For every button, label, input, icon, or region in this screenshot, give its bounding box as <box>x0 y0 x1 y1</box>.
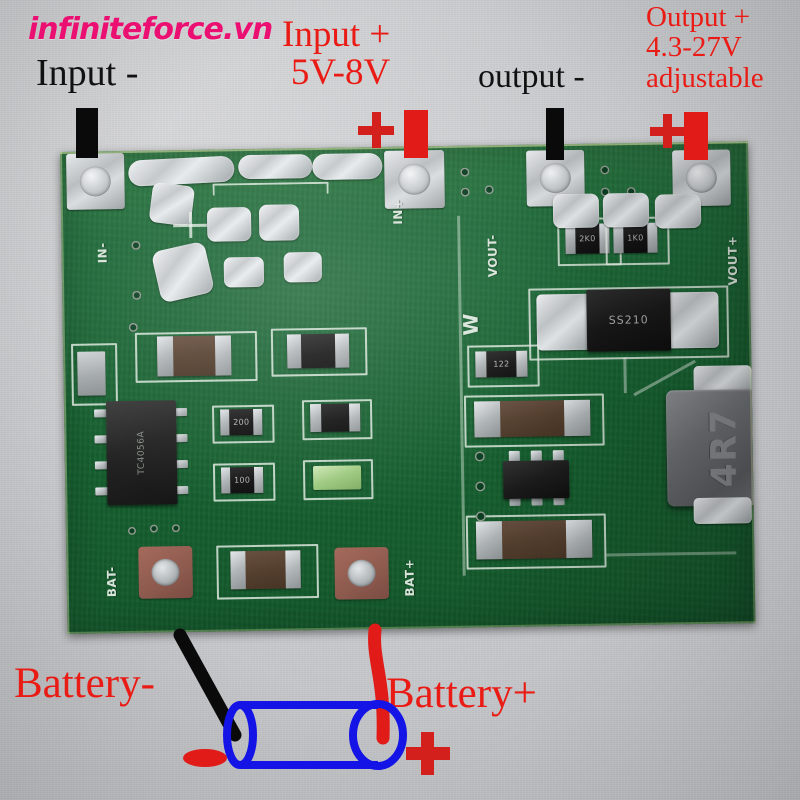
label-output-plus-line1: Output + <box>646 1 751 33</box>
label-output-plus: Output + 4.3-27V adjustable <box>646 1 764 94</box>
output-plus-symbol <box>650 114 684 148</box>
label-input-plus: Input + 5V-8V <box>282 16 390 91</box>
output-minus-stub <box>546 108 564 160</box>
label-input-plus-line2: 5V-8V <box>290 51 391 93</box>
label-input-minus: Input - <box>36 52 139 94</box>
output-plus-stub <box>684 112 708 160</box>
plus-vertical-bar-2 <box>662 114 672 148</box>
battery-polarity-plus-symbol <box>406 732 450 775</box>
battery-plus-wire <box>368 623 390 745</box>
label-input-plus-line1: Input + <box>282 14 391 55</box>
pcb-board: IN- <box>60 141 756 634</box>
input-plus-symbol <box>358 112 394 148</box>
battery-polarity-minus-symbol <box>183 749 227 767</box>
input-plus-stub <box>404 110 428 158</box>
pcb-module: IN- <box>60 141 756 636</box>
plus-vertical-bar <box>371 112 382 148</box>
battery-right-terminal <box>349 700 407 770</box>
label-output-minus: output - <box>478 58 585 95</box>
label-output-plus-line2: 4.3-27V <box>646 31 742 64</box>
battery-diagram <box>173 623 450 775</box>
pcb-edge-highlight <box>60 141 755 634</box>
watermark: infiniteforce.vn <box>28 12 273 47</box>
label-output-plus-line3: adjustable <box>646 61 764 94</box>
label-battery-minus: Battery- <box>14 660 155 707</box>
input-minus-stub <box>76 108 98 158</box>
label-battery-plus: Battery+ <box>386 670 537 717</box>
